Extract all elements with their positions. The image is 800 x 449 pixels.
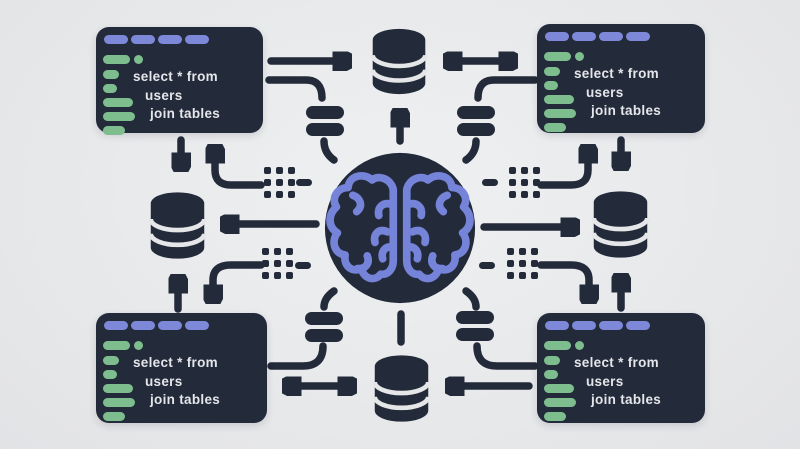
stacked-rows-icon <box>456 311 494 341</box>
dot-grid-icon <box>262 248 293 279</box>
stacked-rows-icon <box>306 106 344 136</box>
stacked-rows-icon <box>305 312 343 342</box>
elbow-dots-to-panel-bl <box>213 261 265 300</box>
tab-pill <box>104 321 128 330</box>
sql-line-2: users <box>586 84 624 100</box>
dash-icon <box>295 262 311 269</box>
sql-line-1: select * from <box>574 355 659 370</box>
sql-line-3: join tables <box>591 103 662 118</box>
brain-icon <box>324 152 476 304</box>
tab-pill <box>104 35 128 44</box>
sql-line-3: join tables <box>150 106 221 121</box>
curve-rows-tr-to-brain <box>462 137 480 164</box>
sql-line-2: users <box>586 373 624 389</box>
sql-code: select * from users join tables <box>537 354 705 410</box>
sql-line-2: users <box>145 373 183 389</box>
curve-rows-bl-to-panel <box>267 342 327 370</box>
tab-pill <box>599 32 623 41</box>
curve-brain-to-rows-bl <box>320 287 338 311</box>
dot-grid-icon <box>509 167 540 198</box>
tab-pill <box>158 35 182 44</box>
database-icon-top <box>370 28 428 95</box>
sql-panel-top-left: select * from users join tables <box>96 27 263 135</box>
elbow-dots-to-panel-br <box>537 261 589 300</box>
database-icon-bottom <box>372 355 431 422</box>
sql-code: select * from users join tables <box>537 65 705 121</box>
curve-rows-br-to-panel <box>473 342 539 370</box>
dash-icon <box>479 262 495 269</box>
tab-pill <box>158 321 182 330</box>
stacked-rows-icon <box>457 106 495 136</box>
sql-code: select * from users join tables <box>96 68 263 124</box>
sql-line-3: join tables <box>150 392 221 407</box>
tab-pill <box>185 321 209 330</box>
dot-grid-icon <box>507 248 538 279</box>
dot-grid-icon <box>264 167 295 198</box>
elbow-dots-to-panel-tl <box>215 148 265 189</box>
sql-panel-bottom-left: select * from users join tables <box>96 313 267 423</box>
database-icon-left <box>148 192 207 259</box>
brain-circle <box>324 152 476 304</box>
tab-pill <box>626 32 650 41</box>
sql-panel-bottom-right: select * from users join tables <box>537 313 705 423</box>
tab-pills <box>104 321 209 330</box>
tab-pills <box>104 35 209 44</box>
sql-line-1: select * from <box>133 355 218 370</box>
tab-pills <box>545 321 650 330</box>
tab-pill <box>185 35 209 44</box>
tab-pill <box>545 321 569 330</box>
elbow-dots-to-panel-tr <box>537 148 588 189</box>
tab-pill <box>572 32 596 41</box>
curve-brain-to-rows-br <box>462 287 480 311</box>
dash-icon <box>296 179 312 186</box>
sql-line-3: join tables <box>591 392 662 407</box>
curve-panel-tl-to-rows <box>265 76 326 102</box>
database-icon-right <box>591 191 650 258</box>
tab-pill <box>545 32 569 41</box>
tab-pill <box>572 321 596 330</box>
tab-pill <box>131 35 155 44</box>
sql-panel-top-right: select * from users join tables <box>537 24 705 133</box>
curve-panel-tr-to-rows <box>474 76 539 102</box>
sql-line-1: select * from <box>574 66 659 81</box>
tab-pills <box>545 32 650 41</box>
dash-icon <box>482 179 498 186</box>
tab-pill <box>599 321 623 330</box>
tab-pill <box>131 321 155 330</box>
sql-line-2: users <box>145 87 183 103</box>
tab-pill <box>626 321 650 330</box>
curve-rows-tl-to-brain <box>320 137 338 164</box>
sql-line-1: select * from <box>133 69 218 84</box>
sql-code: select * from users join tables <box>96 354 267 410</box>
